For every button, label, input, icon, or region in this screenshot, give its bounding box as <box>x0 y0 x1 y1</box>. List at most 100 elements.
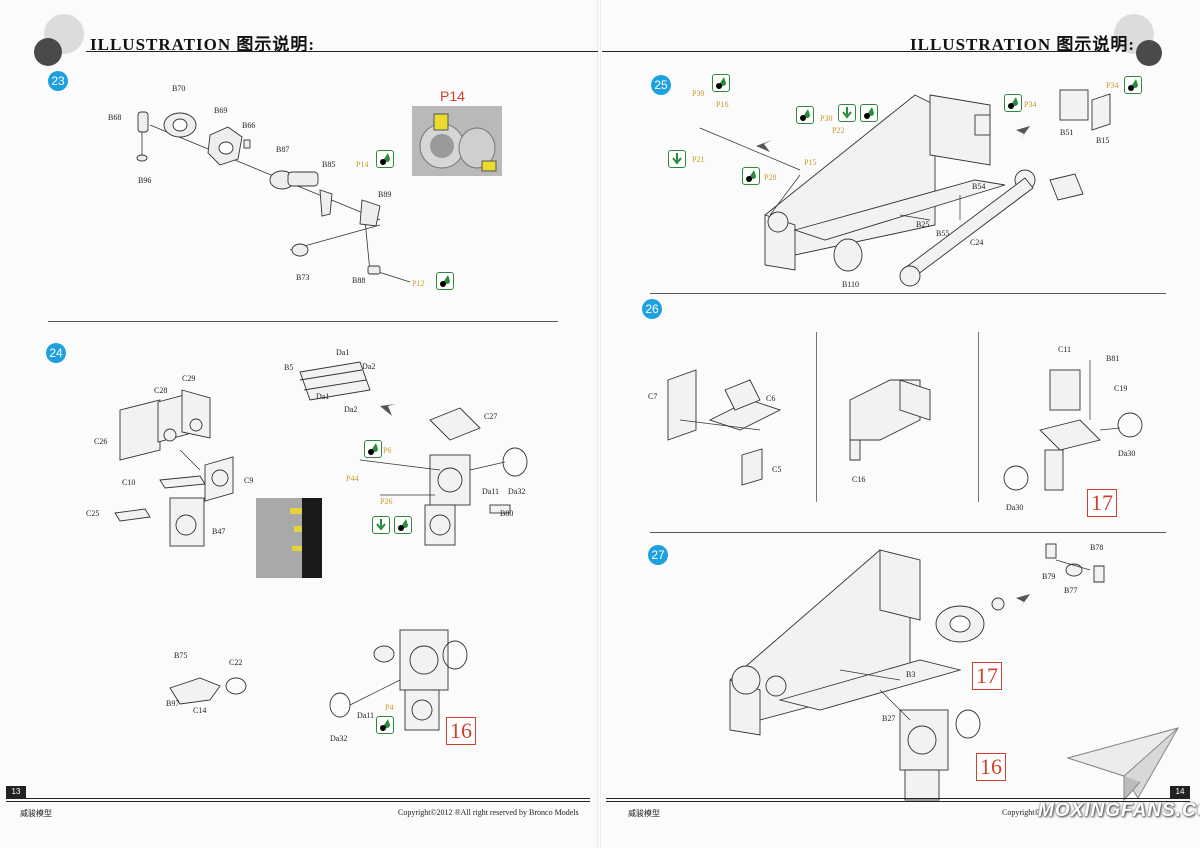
header-rule-left <box>86 51 598 52</box>
part-label: C24 <box>970 238 984 247</box>
paint-drop-icon <box>1124 76 1142 94</box>
paint-drop-icon <box>364 440 382 458</box>
footer-rule-left <box>6 798 590 799</box>
header-rule-right <box>602 51 1110 52</box>
paint-drop-icon <box>1004 94 1022 112</box>
part-label: P15 <box>804 158 817 167</box>
part-label: C16 <box>852 475 866 484</box>
part-label: B47 <box>212 527 226 536</box>
part-label: P12 <box>412 279 425 288</box>
step-24-ref-box: 16 <box>446 717 476 745</box>
part-label: B15 <box>1096 136 1110 145</box>
paint-drop-icon <box>394 516 412 534</box>
page-number-right: 14 <box>1170 786 1190 798</box>
step-27-ref-box: 17 <box>972 662 1002 690</box>
part-label: Da11 <box>357 711 375 720</box>
section-divider <box>650 293 1166 294</box>
part-label: P34 <box>1024 100 1037 109</box>
part-label: B81 <box>1106 354 1120 363</box>
part-label: B80 <box>500 509 514 518</box>
part-label: C9 <box>244 476 254 485</box>
part-label: B110 <box>842 280 860 289</box>
part-label: B66 <box>242 121 256 130</box>
step-24-diagram <box>114 361 528 731</box>
page-fold <box>597 0 601 848</box>
part-label: P14 <box>356 160 369 169</box>
part-label: B97 <box>166 699 180 708</box>
part-label: P26 <box>380 497 393 506</box>
part-label: C7 <box>648 392 658 401</box>
part-label: Da30 <box>1006 503 1024 512</box>
underside-arrow-icon <box>838 104 856 122</box>
part-label: P30 <box>820 114 833 123</box>
footer-rule-right <box>606 798 1190 799</box>
paint-drop-icon <box>796 106 814 124</box>
step-23-badge: 23 <box>48 71 68 91</box>
part-label: B68 <box>108 113 122 122</box>
step-27-badge: 27 <box>648 545 668 565</box>
part-label: C25 <box>86 509 100 518</box>
underside-arrow-icon <box>668 150 686 168</box>
part-label: P39 <box>692 89 705 98</box>
paint-drop-icon <box>376 716 394 734</box>
panel-divider <box>816 332 817 502</box>
section-divider <box>650 532 1166 533</box>
part-label: P22 <box>832 126 845 135</box>
part-label: B77 <box>1064 586 1078 595</box>
part-label: Da1 <box>336 348 350 357</box>
brand-left: 威骏模型 <box>20 809 52 818</box>
part-label: C22 <box>229 658 243 667</box>
step-26-badge: 26 <box>642 299 662 319</box>
part-label: Da2 <box>362 362 376 371</box>
part-label: C11 <box>1058 345 1072 354</box>
part-label: B87 <box>276 145 290 154</box>
step-24-photo <box>256 498 322 578</box>
part-label: Da32 <box>508 487 526 496</box>
footer-rule-right-2 <box>606 801 1190 802</box>
step-27-ref-box: 16 <box>976 753 1006 781</box>
paint-drop-icon <box>860 104 878 122</box>
part-label: P6 <box>383 446 392 455</box>
part-label: Da2 <box>344 405 358 414</box>
part-label: B73 <box>296 273 310 282</box>
part-label: C5 <box>772 465 782 474</box>
paint-drop-icon <box>436 272 454 290</box>
step-23-diagram <box>136 111 411 283</box>
part-label: P28 <box>764 173 777 182</box>
part-label: B96 <box>138 176 152 185</box>
page-number-left: 13 <box>6 786 26 798</box>
part-label: B51 <box>1060 128 1074 137</box>
part-label: B88 <box>352 276 366 285</box>
part-label: C28 <box>154 386 168 395</box>
part-label: P21 <box>692 155 705 164</box>
part-label: B25 <box>916 220 930 229</box>
header-title-left: ILLUSTRATION 图示说明: <box>90 35 316 54</box>
part-label: B54 <box>972 182 986 191</box>
part-label: B75 <box>174 651 188 660</box>
section-divider <box>48 321 558 322</box>
part-label: B89 <box>378 190 392 199</box>
part-label: P34 <box>1106 81 1119 90</box>
site-watermark: MOXINGFANS.COM <box>1038 800 1200 821</box>
part-label: B79 <box>1042 572 1056 581</box>
part-label: C10 <box>122 478 136 487</box>
part-label: C27 <box>484 412 498 421</box>
paint-drop-icon <box>712 74 730 92</box>
step-26-ref-box: 17 <box>1087 489 1117 517</box>
part-label: B3 <box>906 670 916 679</box>
part-label: B78 <box>1090 543 1104 552</box>
part-label: Da1 <box>316 392 330 401</box>
footer-rule-left-2 <box>6 801 590 802</box>
part-label: B70 <box>172 84 186 93</box>
panel-divider <box>978 332 979 502</box>
part-label: P16 <box>716 100 729 109</box>
copyright-left: Copyright©2012 ®All right reserved by Br… <box>398 808 579 817</box>
step-23-photo <box>412 106 502 176</box>
underside-arrow-icon <box>372 516 390 534</box>
header-title-right: ILLUSTRATION 图示说明: <box>910 35 1136 54</box>
part-label: Da11 <box>482 487 500 496</box>
part-label: B27 <box>882 714 896 723</box>
part-label: P44 <box>346 474 359 483</box>
